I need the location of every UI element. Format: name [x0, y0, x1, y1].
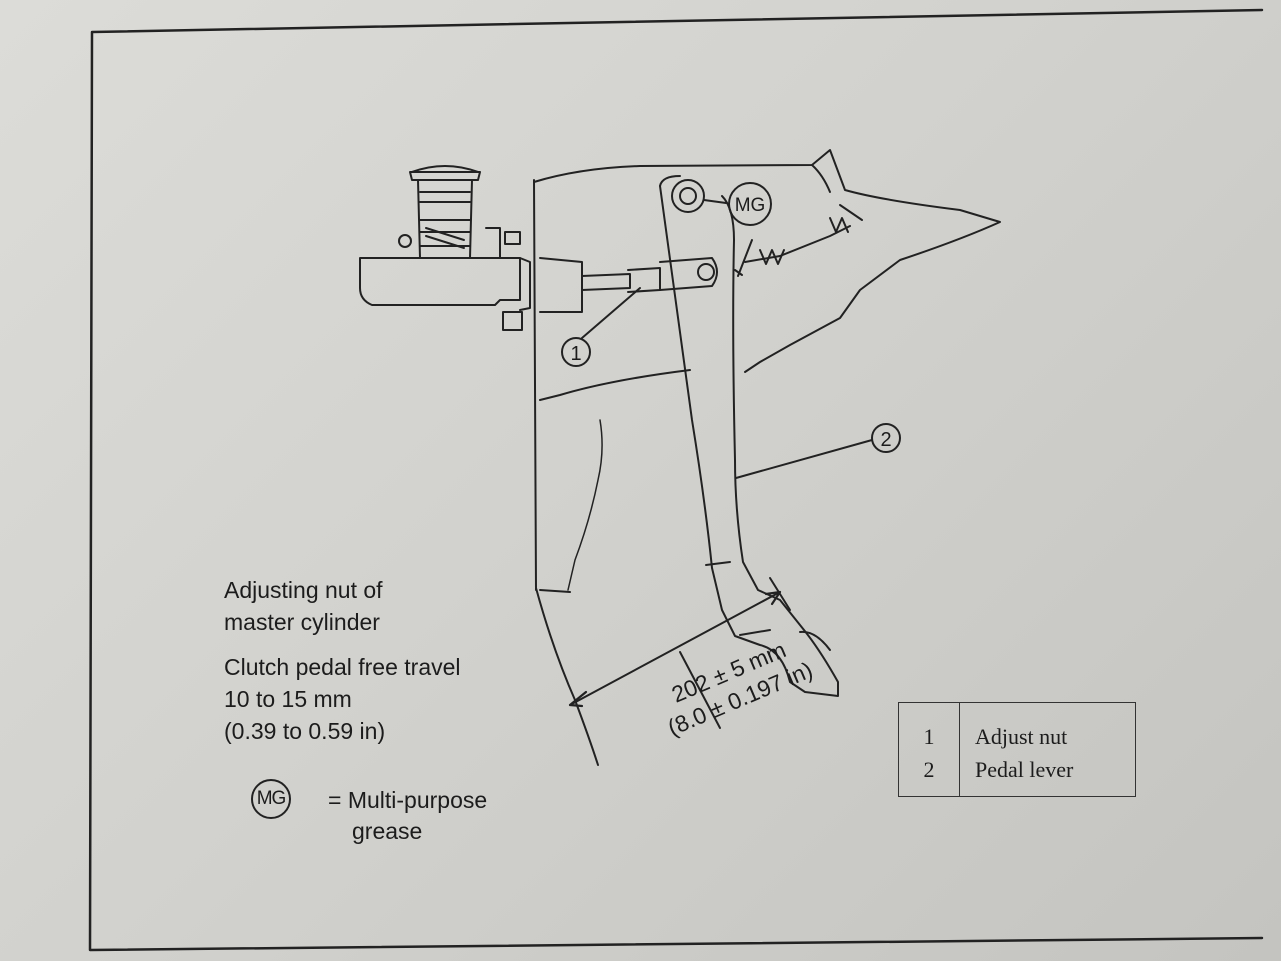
adjusting-nut-label-line1: Adjusting nut of	[224, 577, 383, 603]
legend-row-label: Pedal lever	[975, 757, 1074, 782]
dimension-line	[569, 591, 781, 706]
master-cylinder-body	[359, 257, 521, 306]
legend-table: 1 Adjust nut 2 Pedal lever	[898, 702, 1136, 797]
grease-label-line2: grease	[352, 818, 423, 844]
legend-row: 1 Adjust nut	[899, 721, 1135, 753]
callout-circle-1	[561, 337, 591, 367]
legend-row: 2 Pedal lever	[899, 754, 1135, 786]
callout-circle-2	[871, 423, 901, 453]
pivot-bolt	[671, 179, 705, 213]
push-rod	[539, 257, 583, 313]
adjusting-nut-label-line2: master cylinder	[224, 609, 380, 635]
pedal-arm	[659, 185, 839, 697]
callout-mg: MG	[735, 195, 766, 216]
mg-badge-icon: MG	[251, 779, 291, 819]
legend-row-number: 2	[923, 757, 935, 782]
legend-number-column	[899, 703, 960, 796]
free-travel-label-line3: (0.39 to 0.59 in)	[224, 718, 386, 744]
page-frame	[88, 8, 1264, 952]
grease-label-line1: = Multi-purpose	[328, 787, 488, 813]
callout-circle-mg	[728, 182, 772, 226]
legend-row-number: 1	[923, 724, 935, 749]
callout-2: 2	[880, 429, 891, 451]
callout-1: 1	[570, 343, 581, 365]
return-spring	[744, 225, 851, 263]
legend-row-label: Adjust nut	[975, 724, 1068, 749]
firewall-line	[533, 179, 599, 766]
free-travel-label-line1: Clutch pedal free travel	[224, 654, 461, 680]
master-cylinder-reservoir	[409, 171, 481, 181]
free-travel-label-line2: 10 to 15 mm	[224, 686, 352, 712]
